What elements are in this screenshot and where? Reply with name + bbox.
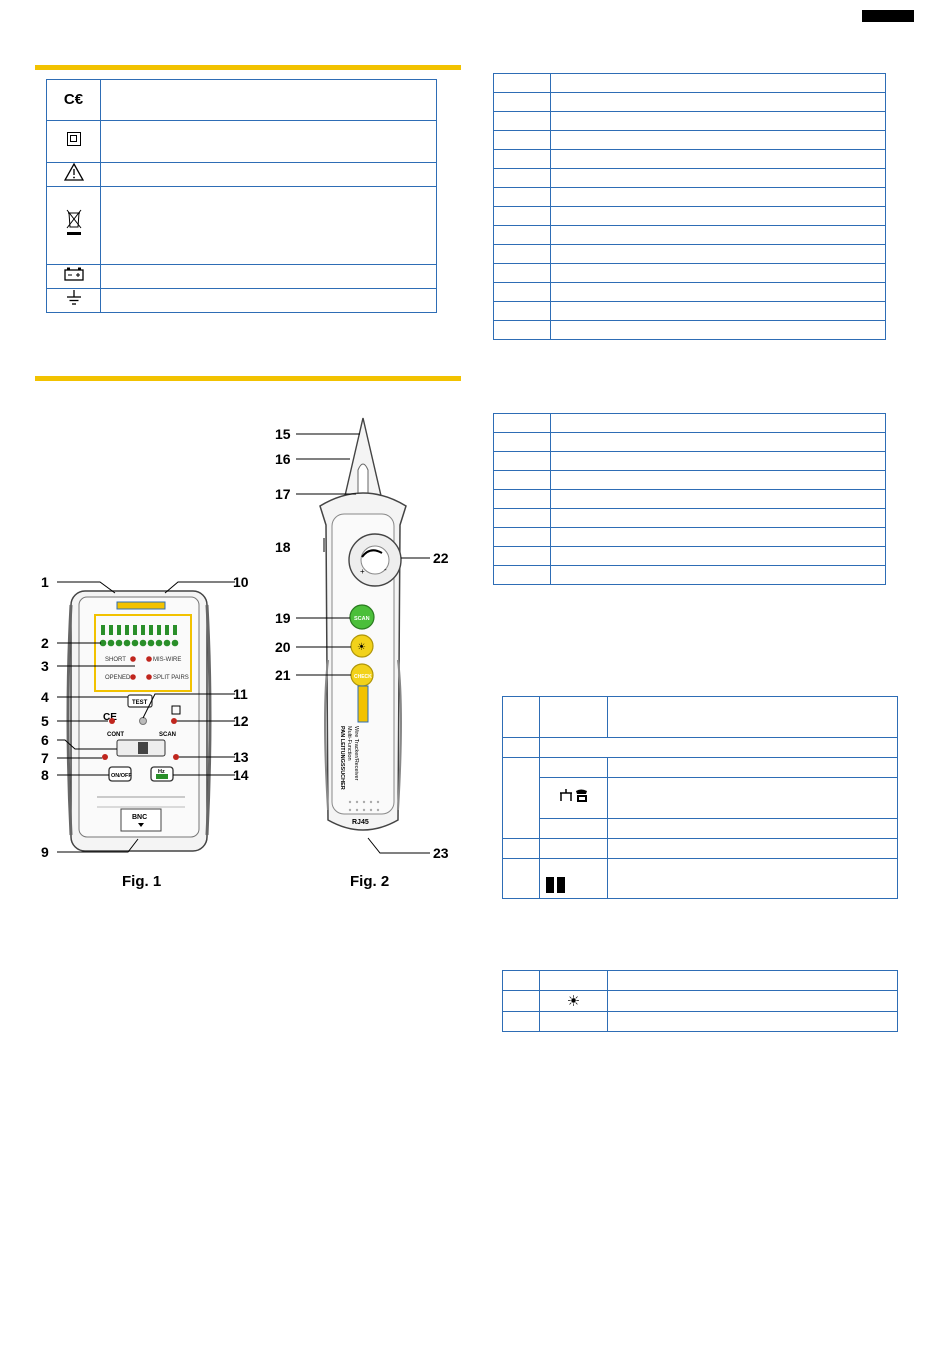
callout-13: 13 [233, 749, 249, 765]
label-miswire: MIS-WIRE [153, 657, 181, 663]
callout-4: 4 [41, 689, 49, 705]
svg-text:+: + [360, 567, 365, 576]
light-table: ☀ [502, 970, 898, 1032]
scan-label: SCAN [159, 732, 176, 738]
cont-label: CONT [107, 732, 124, 738]
weee-bin-icon [66, 209, 81, 235]
body-text-3: Wire Tracker/Receiver [353, 726, 359, 781]
pause-bars-icon [546, 877, 554, 893]
fig2-receiver-drawing: + - SCAN ☀ CHECK PAN LEITUNGSSUCHER Mult… [275, 417, 449, 861]
callout-10: 10 [233, 574, 249, 590]
function-table [502, 696, 898, 899]
callout-14: 14 [233, 767, 249, 783]
sun-light-icon: ☀ [566, 993, 581, 1010]
callout-20: 20 [275, 639, 291, 655]
callout-5: 5 [41, 713, 49, 729]
light-button[interactable] [350, 634, 374, 658]
test-label: TEST [132, 700, 148, 706]
callout-22: 22 [433, 550, 449, 566]
callout-9: 9 [41, 844, 49, 860]
double-insulation-icon [66, 132, 81, 146]
parts-table-fig2 [493, 413, 886, 585]
mode-slider[interactable] [138, 742, 148, 754]
check-button-label: CHECK [354, 674, 372, 680]
warning-triangle-icon [63, 162, 84, 181]
label-split: SPLIT PAIRS [153, 675, 189, 681]
callout-21: 21 [275, 667, 291, 683]
body-text-2: Multi-Function [346, 726, 352, 761]
callout-16: 16 [275, 451, 291, 467]
parts-table-fig1 [493, 73, 886, 340]
rj45-label: RJ45 [352, 819, 369, 826]
light-button-icon: ☀ [357, 642, 366, 653]
callout-17: 17 [275, 486, 291, 502]
callout-6: 6 [41, 732, 49, 748]
label-short: SHORT [105, 657, 126, 663]
fig2-caption: Fig. 2 [350, 873, 390, 890]
section-bar-figures [35, 376, 461, 381]
label-opened: OPENED [105, 675, 131, 681]
fig1-transmitter-drawing: SHORT MIS-WIRE OPENED SPLIT PAIRS TEST C… [41, 574, 249, 860]
callout-3: 3 [41, 658, 49, 674]
section-bar-symbols [35, 65, 461, 70]
callout-18: 18 [275, 539, 291, 555]
callout-23: 23 [433, 845, 449, 861]
callout-8: 8 [41, 767, 49, 783]
scan-button[interactable] [349, 604, 375, 630]
battery-icon [63, 267, 84, 281]
callout-7: 7 [41, 750, 49, 766]
ce-mark-icon: C€ [63, 91, 84, 108]
svg-text:-: - [384, 565, 387, 574]
callout-2: 2 [41, 635, 49, 651]
fig1-caption: Fig. 1 [122, 873, 162, 890]
scan-button-label: SCAN [354, 616, 370, 622]
onoff-button[interactable] [108, 766, 132, 782]
network-phone-icon [559, 788, 587, 802]
ground-icon [66, 290, 81, 305]
onoff-label: ON/OFF [111, 773, 132, 779]
hz-label: Hz [158, 769, 165, 775]
ce-label: CE [103, 712, 117, 723]
callout-1: 1 [41, 574, 49, 590]
header-tab [862, 10, 914, 22]
callout-11: 11 [233, 686, 248, 702]
bnc-label: BNC [132, 814, 147, 821]
symbols-table: C€ [46, 79, 437, 313]
callout-19: 19 [275, 610, 291, 626]
body-text-1: PAN LEITUNGSSUCHER [339, 726, 345, 790]
callout-12: 12 [233, 713, 249, 729]
callout-15: 15 [275, 426, 291, 442]
